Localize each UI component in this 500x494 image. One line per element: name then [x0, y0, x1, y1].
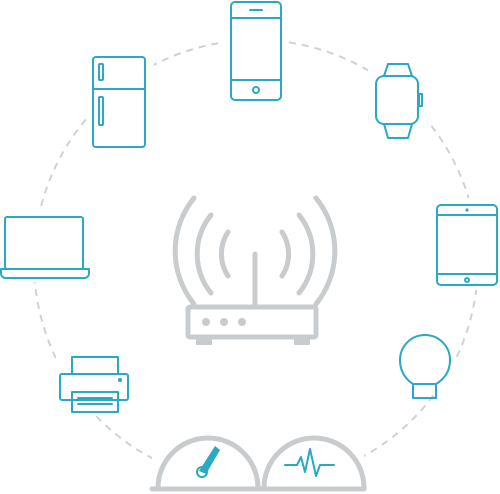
refrigerator-icon — [92, 56, 146, 148]
printer-icon — [59, 356, 129, 413]
smartphone-icon — [230, 1, 282, 101]
speedometer-icon — [155, 435, 261, 491]
light-bulb-icon — [399, 334, 451, 399]
smartwatch-icon — [375, 63, 423, 139]
laptop-icon — [0, 216, 90, 279]
pulse-gauge-icon — [261, 435, 367, 491]
tablet-icon — [436, 204, 498, 286]
router-icon — [172, 195, 338, 345]
